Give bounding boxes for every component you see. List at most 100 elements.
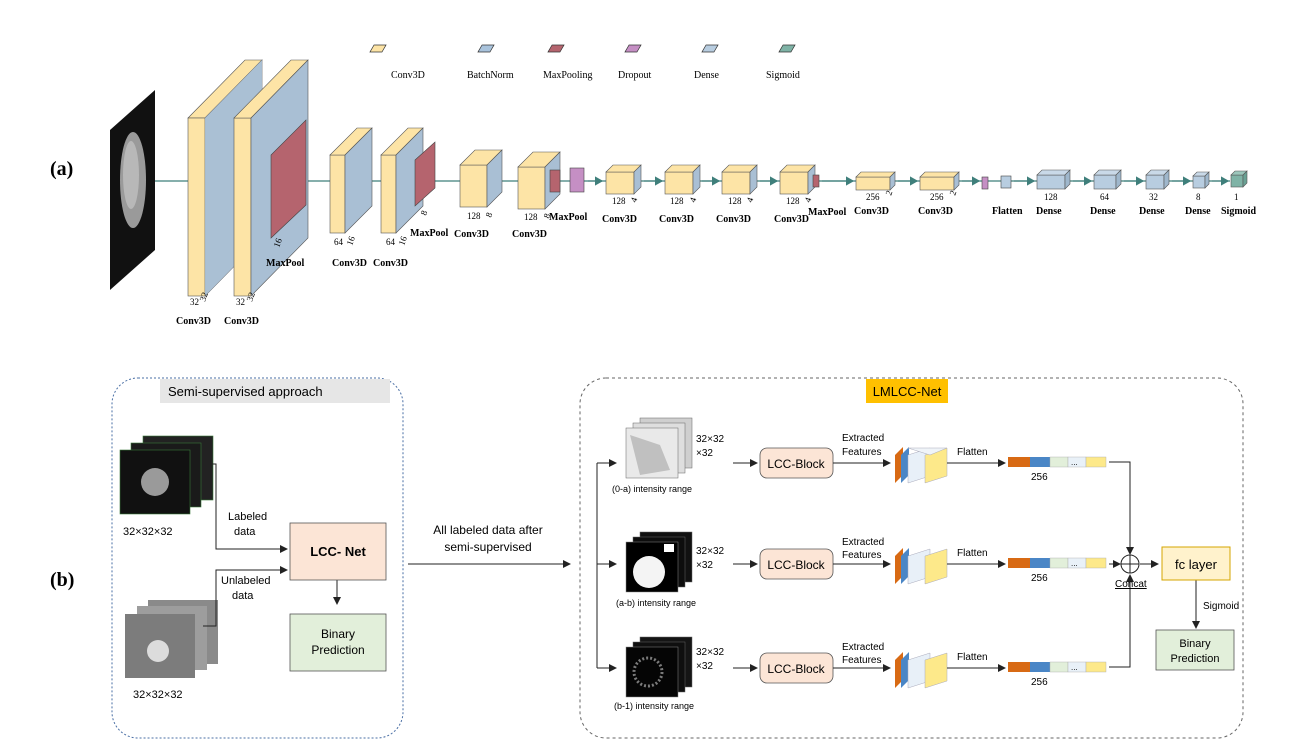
semi-supervised-box [111,377,404,739]
svg-text:LCC-Block: LCC-Block [767,558,825,572]
svg-text:32×32: 32×32 [696,647,725,658]
big-conv-block-2: 32 32 Conv3D 16 MaxPool [224,59,309,327]
svg-text:Dense: Dense [1185,206,1211,217]
svg-text:128: 128 [524,212,538,222]
svg-text:8: 8 [541,212,552,220]
lmlcc-title-bg [866,379,948,403]
unlabeled-text-1: Unlabeled [221,575,271,587]
branch-1: 32×32 ×32 (0-a) intensity range LCC-Bloc… [612,417,1107,494]
dense-block-2: 64 Dense [1090,169,1122,217]
legend-sigmoid: Sigmoid [766,44,800,81]
big1-label: Conv3D [176,316,211,327]
concat-label: Concat [1115,579,1147,590]
svg-text:128: 128 [612,196,626,206]
dense-block-3: 32 Dense [1139,169,1170,217]
big2-d2: 32 [244,291,256,303]
svg-text:128: 128 [786,196,800,206]
big2-d1: 32 [236,297,245,307]
svg-text:128: 128 [728,196,742,206]
svg-text:MaxPool: MaxPool [808,207,847,218]
svg-text:Conv3D: Conv3D [332,258,367,269]
svg-text:×32: ×32 [696,560,713,571]
fc-layer-label: fc layer [1175,557,1218,572]
svg-text:LCC-Block: LCC-Block [767,457,825,471]
branch-3-caption: (b-1) intensity range [614,701,694,711]
svg-text:256: 256 [1031,573,1048,584]
svg-text:64: 64 [334,237,344,247]
legend: Conv3D BatchNorm MaxPooling Dropout Dens… [369,44,800,81]
tiny-conv-block-3: 128 4 Conv3D [716,164,758,225]
svg-text:16: 16 [396,234,409,246]
svg-text:128: 128 [670,196,684,206]
svg-text:4: 4 [744,196,755,204]
svg-text:×32: ×32 [696,448,713,459]
dense-block-4: 8 Dense [1185,171,1211,217]
svg-text:Dropout: Dropout [618,70,652,81]
svg-text:Extracted: Extracted [842,642,884,653]
svg-text:Conv3D: Conv3D [854,206,889,217]
svg-text:128: 128 [1044,192,1058,202]
svg-text:...: ... [1071,663,1078,672]
concat-symbol [1120,554,1140,574]
svg-text:MaxPool: MaxPool [549,212,588,223]
tiny-conv-block-4: 128 4 Conv3D MaxPool [774,164,847,225]
branch-2-caption: (a-b) intensity range [616,598,696,608]
svg-text:×32: ×32 [696,661,713,672]
svg-text:256: 256 [1031,472,1048,483]
svg-text:Features: Features [842,655,881,666]
labeled-text-1: Labeled [228,511,267,523]
svg-text:2: 2 [947,189,958,197]
svg-text:Conv3D: Conv3D [659,214,694,225]
mid-conv-block-1: 64 16 Conv3D [329,127,373,269]
svg-text:LCC-Block: LCC-Block [767,662,825,676]
svg-text:Sigmoid: Sigmoid [1221,206,1256,217]
svg-text:Dense: Dense [1139,206,1165,217]
svg-text:256: 256 [1031,677,1048,688]
svg-text:Dense: Dense [1036,206,1062,217]
legend-dense: Dense [694,44,720,81]
svg-text:Flatten: Flatten [992,206,1023,217]
binary-prediction-box [289,613,387,672]
branch-1-caption: (0-a) intensity range [612,484,692,494]
lcc-net-label: LCC- Net [310,544,366,559]
svg-text:Conv3D: Conv3D [602,214,637,225]
semi-connectors [203,463,341,627]
svg-text:4: 4 [628,196,639,204]
flatten-block: Flatten [981,175,1023,217]
svg-text:Conv3D: Conv3D [716,214,751,225]
legend-conv3d: Conv3D [369,44,425,81]
unlabeled-input-stack [125,600,218,678]
small-conv-block-2: 128 8 Conv3D MaxPool [512,151,588,240]
flat-conv-block-1: 256 2 Conv3D [854,171,896,217]
svg-text:Sigmoid: Sigmoid [766,70,800,81]
labeled-input-dim: 32×32×32 [123,526,173,538]
svg-text:Conv3D: Conv3D [512,229,547,240]
lcc-net-box [289,522,387,581]
svg-text:32×32: 32×32 [696,546,725,557]
big2-label: Conv3D [224,316,259,327]
svg-text:256: 256 [866,192,880,202]
branch-3: 32×32 ×32 (b-1) intensity range LCC-Bloc… [614,636,1107,711]
binary-prediction-2: Prediction [311,643,364,657]
svg-text:2: 2 [883,189,894,197]
panel-a-label: (a) [50,158,73,180]
labeled-text-2: data [234,526,256,538]
svg-text:64: 64 [386,237,396,247]
big1-d2: 32 [197,291,209,303]
svg-text:Conv3D: Conv3D [918,206,953,217]
svg-text:Features: Features [842,447,881,458]
input-ct-image [110,90,155,290]
svg-text:8: 8 [483,211,494,219]
semi-title: Semi-supervised approach [168,384,323,399]
sigmoid-block: 1 Sigmoid [1221,170,1256,217]
svg-text:8: 8 [1196,192,1201,202]
panel-b-label: (b) [50,569,74,591]
svg-text:Extracted: Extracted [842,537,884,548]
svg-text:Conv3D: Conv3D [391,70,425,81]
lmlcc-title: LMLCC-Net [873,384,942,399]
dense-block-1: 128 Dense [1036,169,1071,217]
tiny-conv-block-1: 128 4 Conv3D [602,164,642,225]
tiny-conv-block-2: 128 4 Conv3D [659,164,701,225]
legend-maxpooling: MaxPooling [543,44,592,81]
